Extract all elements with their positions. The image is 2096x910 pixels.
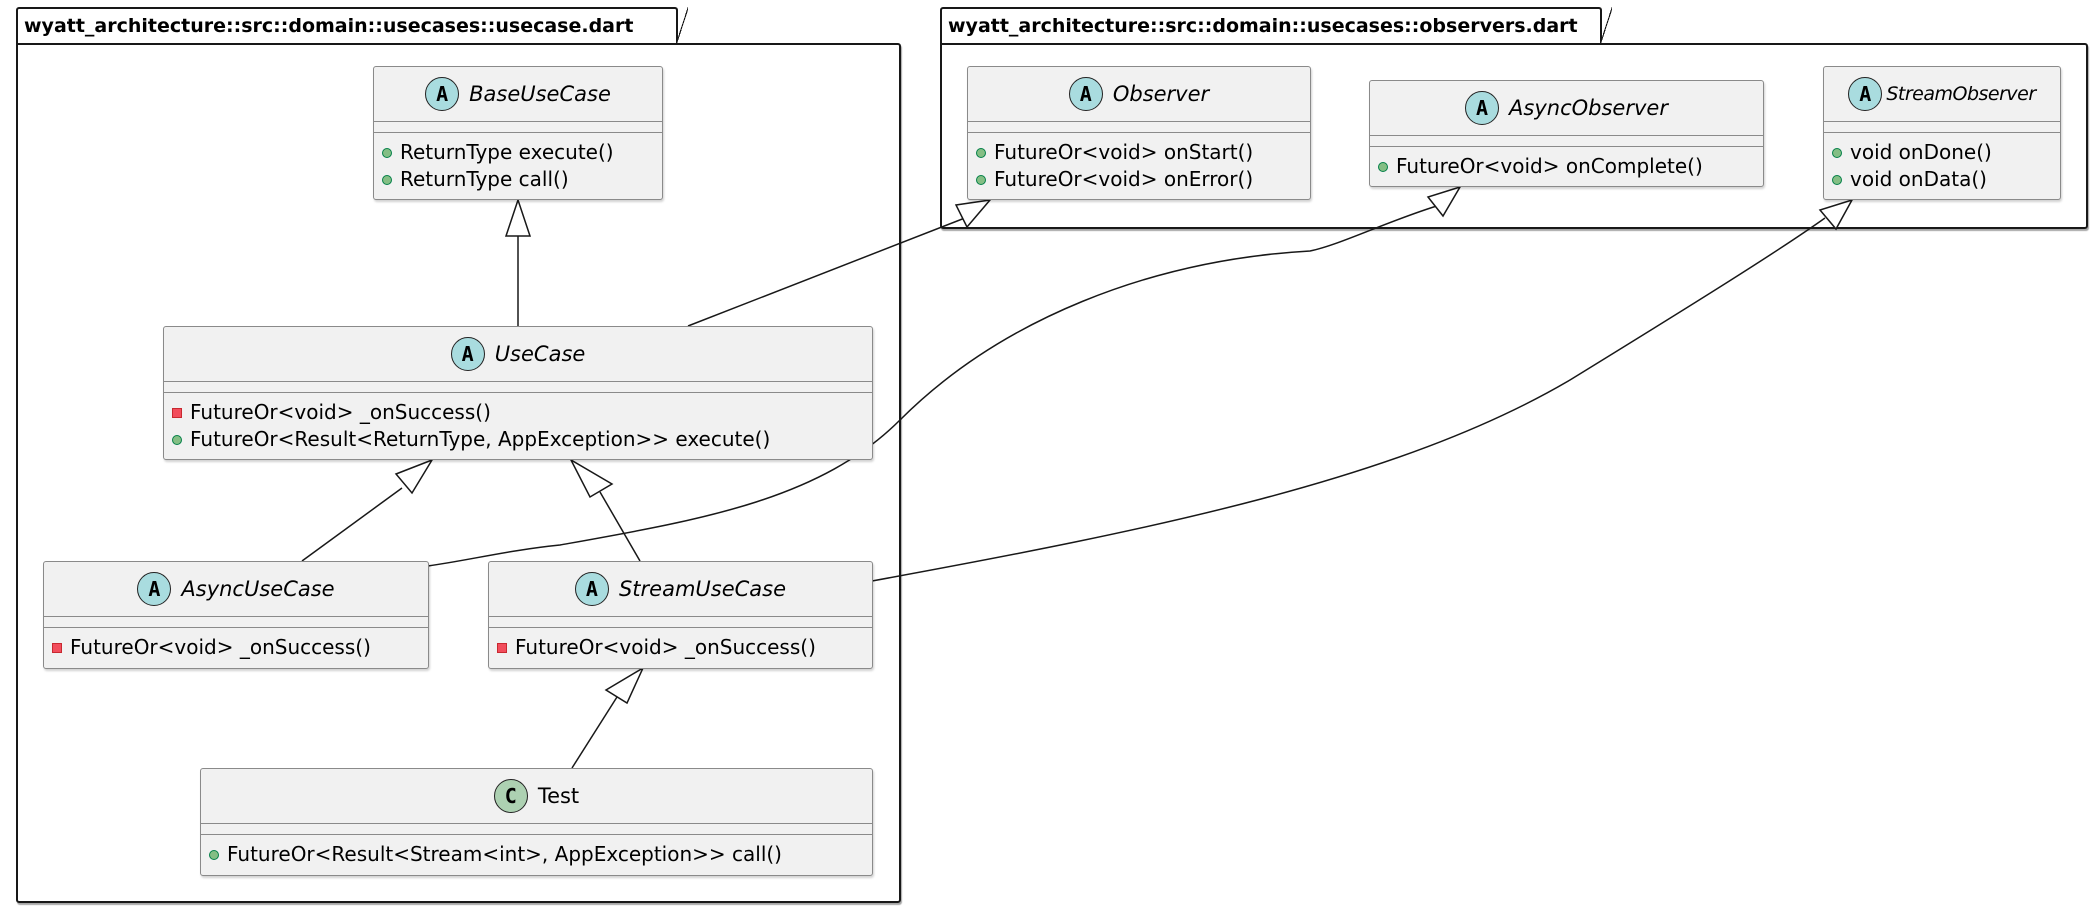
method-signature: FutureOr<Result<Stream<int>, AppExceptio…	[227, 842, 782, 866]
method-signature: ReturnType execute()	[400, 140, 614, 164]
method-signature: FutureOr<void> onError()	[994, 167, 1254, 191]
fields-compartment	[44, 617, 428, 628]
public-visibility-icon	[209, 849, 219, 860]
package-observers-title: wyatt_architecture::src::domain::usecase…	[940, 7, 1612, 44]
method-signature: FutureOr<void> onComplete()	[1396, 154, 1703, 178]
method-signature: FutureOr<Result<ReturnType, AppException…	[190, 427, 771, 451]
private-visibility-icon	[497, 642, 507, 653]
private-visibility-icon	[172, 407, 182, 418]
class-observer[interactable]: A Observer FutureOr<void> onStart() Futu…	[967, 66, 1311, 200]
fields-compartment	[164, 382, 872, 393]
package-usecase-title: wyatt_architecture::src::domain::usecase…	[16, 7, 688, 44]
method-row: FutureOr<void> onStart()	[976, 139, 1302, 166]
methods-compartment: FutureOr<void> _onSuccess()	[489, 628, 872, 665]
class-header: A AsyncUseCase	[44, 562, 428, 617]
edge-streamusecase-to-streamobserver	[871, 217, 1826, 582]
methods-compartment: ReturnType execute() ReturnType call()	[374, 133, 662, 197]
method-row: FutureOr<void> onError()	[976, 166, 1302, 193]
fields-compartment	[489, 617, 872, 628]
method-row: FutureOr<Result<ReturnType, AppException…	[172, 426, 864, 453]
class-header: A UseCase	[164, 327, 872, 382]
class-name: AsyncUseCase	[181, 577, 335, 601]
class-usecase[interactable]: A UseCase FutureOr<void> _onSuccess() Fu…	[163, 326, 873, 460]
method-signature: void onDone()	[1850, 140, 1992, 164]
method-signature: ReturnType call()	[400, 167, 569, 191]
method-row: FutureOr<Result<Stream<int>, AppExceptio…	[209, 841, 864, 868]
abstract-badge-icon: A	[425, 77, 460, 111]
method-signature: void onData()	[1850, 167, 1987, 191]
class-name: Observer	[1112, 82, 1210, 106]
package-observers: wyatt_architecture::src::domain::usecase…	[940, 7, 2088, 229]
class-name: AsyncObserver	[1509, 96, 1668, 120]
method-row: void onDone()	[1832, 139, 2052, 166]
methods-compartment: FutureOr<void> onStart() FutureOr<void> …	[968, 133, 1310, 197]
method-row: ReturnType execute()	[382, 139, 654, 166]
abstract-badge-icon: A	[450, 337, 485, 371]
fields-compartment	[1824, 122, 2060, 133]
public-visibility-icon	[976, 174, 986, 185]
methods-compartment: void onDone() void onData()	[1824, 133, 2060, 197]
method-row: FutureOr<void> _onSuccess()	[172, 399, 864, 426]
public-visibility-icon	[382, 147, 392, 158]
class-header: A Observer	[968, 67, 1310, 122]
package-usecase: wyatt_architecture::src::domain::usecase…	[16, 7, 901, 903]
abstract-badge-icon: A	[1848, 77, 1883, 111]
class-name: StreamUseCase	[618, 577, 787, 601]
method-row: void onData()	[1832, 166, 2052, 193]
class-header: C Test	[201, 769, 872, 824]
abstract-badge-icon: A	[137, 572, 172, 606]
class-header: A StreamUseCase	[489, 562, 872, 617]
method-row: FutureOr<void> _onSuccess()	[497, 634, 864, 661]
public-visibility-icon	[1832, 174, 1842, 185]
methods-compartment: FutureOr<void> _onSuccess() FutureOr<Res…	[164, 393, 872, 457]
method-row: FutureOr<void> onComplete()	[1378, 153, 1755, 180]
method-row: FutureOr<void> _onSuccess()	[52, 634, 420, 661]
class-name: UseCase	[494, 342, 586, 366]
methods-compartment: FutureOr<void> onComplete()	[1370, 147, 1763, 184]
method-signature: FutureOr<void> _onSuccess()	[515, 635, 816, 659]
public-visibility-icon	[172, 434, 182, 445]
fields-compartment	[968, 122, 1310, 133]
class-streamobserver[interactable]: A StreamObserver void onDone() void onDa…	[1823, 66, 2061, 200]
class-asyncobserver[interactable]: A AsyncObserver FutureOr<void> onComplet…	[1369, 80, 1764, 187]
class-asyncusecase[interactable]: A AsyncUseCase FutureOr<void> _onSuccess…	[43, 561, 429, 669]
public-visibility-icon	[976, 147, 986, 158]
public-visibility-icon	[1378, 161, 1388, 172]
private-visibility-icon	[52, 642, 62, 653]
class-header: A StreamObserver	[1824, 67, 2060, 122]
abstract-badge-icon: A	[574, 572, 609, 606]
fields-compartment	[201, 824, 872, 835]
public-visibility-icon	[382, 174, 392, 185]
methods-compartment: FutureOr<void> _onSuccess()	[44, 628, 428, 665]
method-signature: FutureOr<void> onStart()	[994, 140, 1254, 164]
class-name: BaseUseCase	[469, 82, 611, 106]
class-baseusecase[interactable]: A BaseUseCase ReturnType execute() Retur…	[373, 66, 663, 200]
abstract-badge-icon: A	[1068, 77, 1103, 111]
class-streamusecase[interactable]: A StreamUseCase FutureOr<void> _onSucces…	[488, 561, 873, 669]
class-name: Test	[537, 784, 580, 808]
class-name: StreamObserver	[1886, 83, 2036, 105]
method-signature: FutureOr<void> _onSuccess()	[190, 400, 491, 424]
abstract-badge-icon: A	[1465, 91, 1500, 125]
methods-compartment: FutureOr<Result<Stream<int>, AppExceptio…	[201, 835, 872, 872]
fields-compartment	[374, 122, 662, 133]
class-badge-icon: C	[493, 779, 528, 813]
fields-compartment	[1370, 136, 1763, 147]
method-signature: FutureOr<void> _onSuccess()	[70, 635, 371, 659]
class-header: A BaseUseCase	[374, 67, 662, 122]
class-header: A AsyncObserver	[1370, 81, 1763, 136]
public-visibility-icon	[1832, 147, 1842, 158]
class-test[interactable]: C Test FutureOr<Result<Stream<int>, AppE…	[200, 768, 873, 876]
method-row: ReturnType call()	[382, 166, 654, 193]
